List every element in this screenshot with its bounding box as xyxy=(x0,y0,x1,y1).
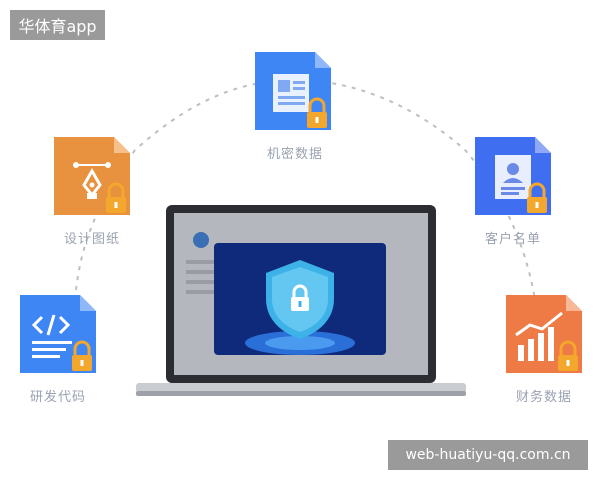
label-financial-data: 财务数据 xyxy=(515,390,572,405)
laptop-illustration xyxy=(136,205,466,396)
node-design-drawings xyxy=(52,137,132,217)
node-financial-data xyxy=(504,295,584,375)
label-source-code: 研发代码 xyxy=(29,390,86,405)
app-name-badge: 华体育app xyxy=(10,10,105,40)
label-customer-list: 客户名单 xyxy=(484,232,541,247)
node-customer-list xyxy=(473,137,553,217)
bar-chart-icon xyxy=(506,295,582,373)
lock-icon xyxy=(527,182,547,213)
pen-tool-icon xyxy=(54,137,130,215)
label-confidential-data: 机密数据 xyxy=(266,147,323,162)
lock-icon xyxy=(72,340,92,371)
lock-icon xyxy=(106,182,126,213)
lock-icon xyxy=(291,284,309,311)
screen-logo-icon xyxy=(193,232,209,248)
label-design-drawings: 设计图纸 xyxy=(63,232,120,247)
node-source-code xyxy=(18,295,98,375)
contact-card-icon xyxy=(475,137,551,215)
lock-icon xyxy=(307,97,327,128)
document-icon xyxy=(255,52,331,130)
node-confidential-data xyxy=(253,52,333,132)
code-icon xyxy=(20,295,96,373)
lock-icon xyxy=(558,340,578,371)
url-badge: web-huatiyu-qq.com.cn xyxy=(388,440,588,470)
